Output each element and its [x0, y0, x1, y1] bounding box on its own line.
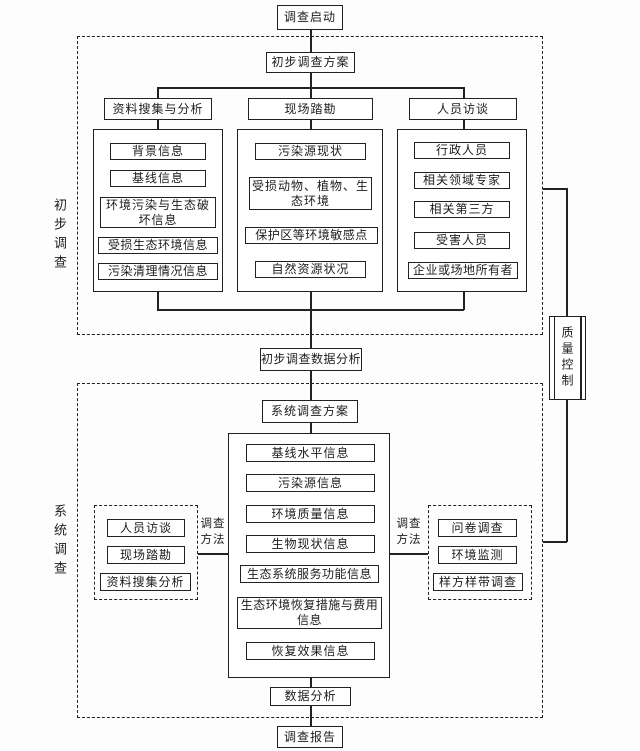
- item-box: 受损生态环境信息: [98, 237, 218, 254]
- item-box: 环境污染与生态破坏信息: [100, 197, 216, 228]
- item-box: 受害人员: [414, 232, 510, 249]
- item-box: 企业或场地所有者: [408, 262, 518, 279]
- connector-line: [310, 678, 312, 688]
- node-quality-control: 质量控制: [549, 316, 586, 400]
- connector-line: [310, 120, 312, 129]
- connector-line: [463, 120, 465, 129]
- phase-label-preliminary: 初步调查: [52, 198, 67, 274]
- item-box: 污染源现状: [255, 143, 366, 160]
- connector-line: [157, 87, 464, 89]
- connector-line: [463, 87, 465, 98]
- item-box: 环境质量信息: [246, 505, 375, 523]
- item-box: 环境监测: [438, 546, 517, 564]
- item-box: 现场踏勘: [107, 546, 185, 564]
- connector-line: [157, 87, 159, 98]
- connector-line: [310, 73, 312, 98]
- connector-line: [543, 188, 567, 190]
- item-box: 相关第三方: [414, 201, 510, 218]
- phase-label-system: 系统调查: [52, 504, 67, 580]
- node-start: 调查启动: [277, 5, 343, 30]
- quality-control-right-rail: [580, 317, 582, 399]
- quality-control-left-rail: [553, 317, 555, 399]
- connector-line: [157, 120, 159, 129]
- connector-line: [463, 292, 465, 310]
- quality-control-label: 质量控制: [560, 326, 574, 390]
- item-box: 受损动物、植物、生态环境: [249, 177, 372, 210]
- branch-header-site-survey: 现场踏勘: [248, 98, 373, 120]
- item-box: 人员访谈: [107, 519, 185, 537]
- branch-header-data-collection: 资料搜集与分析: [104, 98, 212, 120]
- node-preliminary-data-analysis: 初步调查数据分析: [260, 348, 362, 371]
- connector-line: [310, 423, 312, 434]
- system-central-container: [228, 433, 390, 678]
- item-box: 恢复效果信息: [246, 642, 375, 660]
- connector-line: [310, 371, 312, 400]
- node-data-analysis: 数据分析: [270, 687, 351, 706]
- item-box: 基线信息: [110, 170, 206, 187]
- connector-line: [566, 188, 568, 316]
- connector-line: [310, 29, 312, 52]
- right-methods-frame: [428, 505, 532, 600]
- item-box: 资料搜集分析: [100, 573, 191, 591]
- connector-line: [390, 553, 428, 555]
- connector-line: [310, 292, 312, 348]
- connector-line: [157, 292, 159, 310]
- item-box: 生物现状信息: [246, 535, 375, 553]
- branch-header-interview: 人员访谈: [409, 98, 517, 120]
- connector-line: [310, 705, 312, 727]
- item-box: 相关领域专家: [414, 172, 510, 189]
- item-box: 背景信息: [110, 143, 206, 160]
- item-box: 污染清理情况信息: [98, 263, 218, 280]
- item-box: 生态系统服务功能信息: [240, 565, 379, 583]
- item-box: 基线水平信息: [246, 444, 375, 462]
- node-system-plan: 系统调查方案: [262, 400, 358, 423]
- item-box: 行政人员: [414, 142, 510, 159]
- item-box: 污染源信息: [246, 474, 375, 492]
- connector-line: [198, 553, 228, 555]
- item-box: 样方样带调查: [433, 573, 523, 591]
- item-box: 生态环境恢复措施与费用信息: [237, 597, 382, 629]
- left-methods-frame: [94, 505, 198, 600]
- method-label-left: 调查方法: [200, 518, 226, 546]
- item-box: 自然资源状况: [255, 261, 366, 278]
- item-box: 保护区等环境敏感点: [245, 227, 378, 244]
- node-report: 调查报告: [277, 726, 343, 748]
- method-label-right: 调查方法: [396, 518, 422, 546]
- connector-line: [543, 541, 567, 543]
- node-preliminary-plan: 初步调查方案: [266, 52, 355, 73]
- connector-line: [566, 400, 568, 542]
- item-box: 问卷调查: [438, 519, 517, 537]
